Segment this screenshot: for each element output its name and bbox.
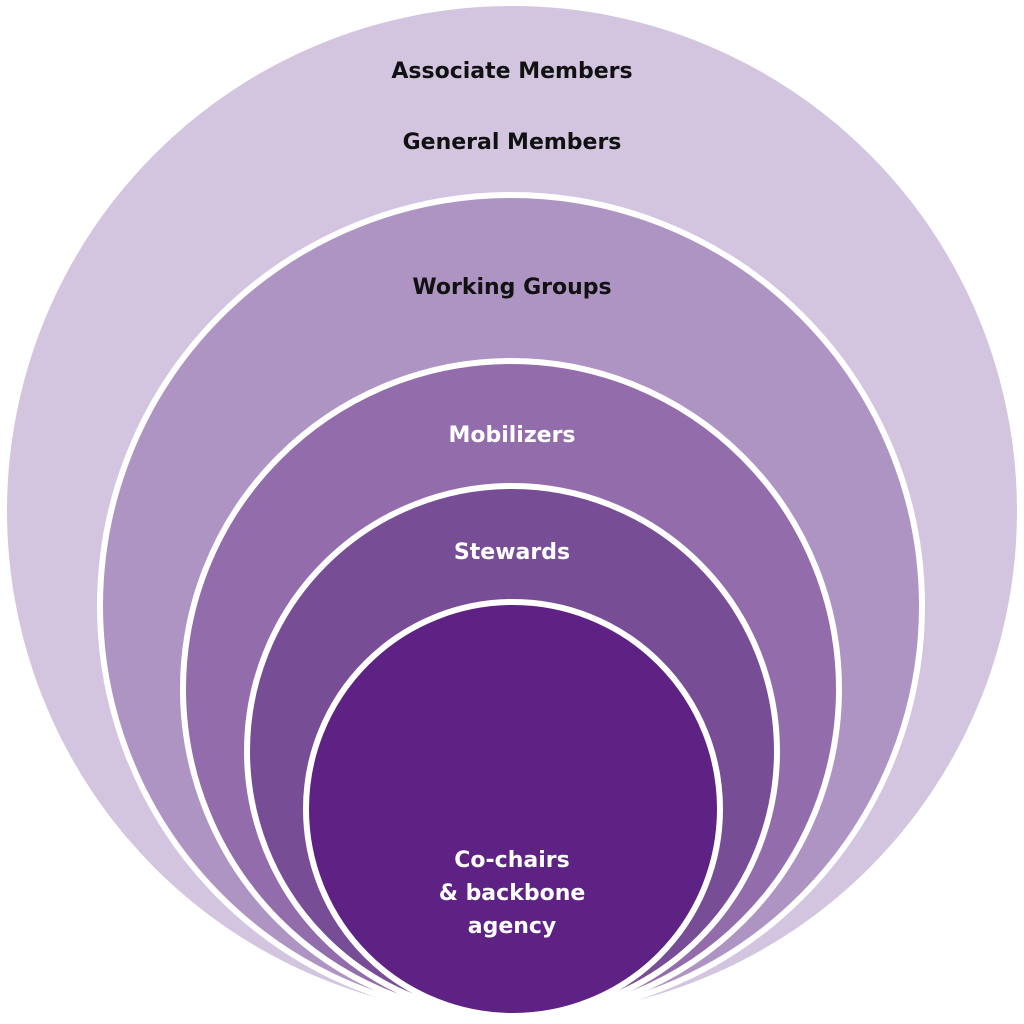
label-backbone: & backbone — [439, 881, 586, 906]
label-general-members: General Members — [403, 130, 622, 155]
label-co-chairs: Co-chairs — [454, 848, 569, 873]
label-mobilizers: Mobilizers — [448, 423, 575, 448]
circle-co-chairs — [303, 599, 723, 1019]
label-agency: agency — [468, 914, 557, 939]
label-stewards: Stewards — [454, 540, 570, 565]
label-working-groups: Working Groups — [412, 275, 611, 300]
label-associate-members: Associate Members — [391, 59, 632, 84]
